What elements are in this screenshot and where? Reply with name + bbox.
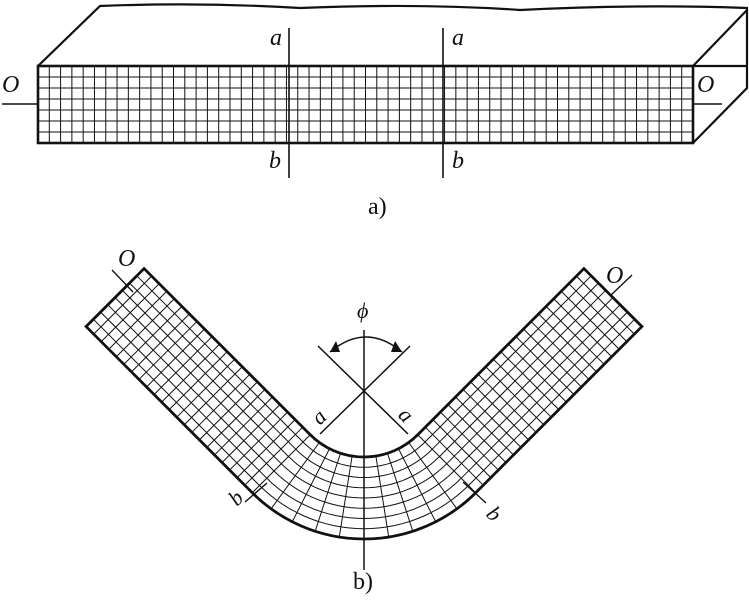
grid-line-transverse bbox=[440, 411, 499, 471]
section-tick-b-right bbox=[462, 481, 487, 504]
axis-label-right: O bbox=[697, 72, 714, 98]
grid-line-transverse bbox=[108, 290, 168, 350]
grid-line-transverse bbox=[115, 298, 175, 358]
bent-axis-label-right: O bbox=[606, 263, 623, 289]
grid-line-transverse bbox=[432, 419, 492, 478]
grid-line-radial bbox=[398, 448, 437, 523]
grid-line-transverse bbox=[168, 351, 228, 410]
grid-line-transverse bbox=[131, 313, 190, 373]
grid-line-radial bbox=[387, 453, 414, 532]
grid-line-transverse bbox=[191, 373, 251, 433]
grid-line-transverse bbox=[161, 343, 220, 403]
bent-bar: O O ϕ a a b b b) bbox=[84, 246, 644, 595]
caption-a: a) bbox=[368, 194, 387, 220]
caption-b: b) bbox=[353, 569, 373, 595]
grid-line-radial bbox=[270, 442, 320, 510]
grid-line-transverse bbox=[244, 426, 304, 486]
section-label-bottom-1: b bbox=[269, 148, 281, 174]
grid-line-radial bbox=[375, 455, 390, 538]
grid-line-transverse bbox=[470, 381, 529, 441]
section-label-bottom-2: b bbox=[452, 148, 464, 174]
straight-bar: O O a a b b a) bbox=[2, 3, 749, 220]
grid-line-transverse bbox=[515, 336, 575, 395]
grid-line-radial bbox=[338, 455, 353, 538]
section-tick-b-left bbox=[244, 482, 268, 503]
grid-line-transverse bbox=[568, 283, 628, 343]
grid-line-radial bbox=[291, 448, 330, 523]
grid-line-transverse bbox=[545, 305, 605, 365]
grid-line-transverse bbox=[424, 426, 484, 486]
front-face-grid bbox=[38, 66, 693, 143]
grid-line-transverse bbox=[199, 381, 258, 441]
grid-line-transverse bbox=[523, 328, 582, 388]
grid-line-transverse bbox=[560, 290, 620, 350]
axis-tick-left bbox=[111, 269, 134, 293]
grid-line-transverse bbox=[553, 298, 613, 358]
grid-line-transverse bbox=[123, 305, 183, 365]
grid-line-transverse bbox=[214, 396, 273, 456]
section-line-a-left bbox=[317, 345, 409, 435]
grid-line-transverse bbox=[146, 328, 205, 388]
grid-line-radial bbox=[314, 453, 341, 532]
grid-line-radial bbox=[251, 434, 311, 494]
grid-line-transverse bbox=[229, 411, 288, 471]
bar-side-face bbox=[692, 9, 749, 144]
angle-label: ϕ bbox=[357, 298, 368, 323]
grid-line-transverse bbox=[500, 351, 560, 410]
angle-arrow-left bbox=[330, 341, 340, 352]
grid-line-transverse bbox=[183, 366, 243, 426]
grid-line-transverse bbox=[221, 404, 281, 463]
grid-line-transverse bbox=[176, 358, 236, 418]
grid-line-transverse bbox=[100, 283, 160, 343]
grid-line-transverse bbox=[138, 321, 198, 380]
grid-line-transverse bbox=[538, 313, 597, 373]
section-line-a-right bbox=[319, 345, 411, 435]
bent-axis-label-left: O bbox=[118, 246, 135, 272]
bent-section-label-b-left: b bbox=[223, 485, 248, 510]
axis-tick-right bbox=[609, 274, 633, 297]
angle-arrow-right bbox=[391, 341, 402, 352]
grid-line-transverse bbox=[576, 275, 635, 335]
bent-section-label-b-right: b bbox=[482, 501, 507, 526]
grid-line-radial bbox=[417, 434, 477, 494]
axis-label-left: O bbox=[2, 72, 19, 98]
section-label-top-2: a bbox=[452, 25, 464, 51]
grid-line-transverse bbox=[93, 275, 152, 335]
grid-line-transverse bbox=[485, 366, 545, 426]
grid-line-transverse bbox=[492, 358, 552, 418]
grid-line-transverse bbox=[530, 321, 590, 380]
angle-arc bbox=[329, 336, 403, 353]
grid-line-transverse bbox=[508, 343, 567, 403]
grid-line-transverse bbox=[462, 389, 522, 448]
grid-line-transverse bbox=[477, 373, 537, 433]
section-label-top-1: a bbox=[270, 25, 282, 51]
grid-line-transverse bbox=[447, 404, 507, 463]
grid-line-radial bbox=[408, 442, 458, 510]
grid-line-transverse bbox=[206, 389, 266, 448]
bent-section-label-a-left: a bbox=[306, 404, 331, 429]
grid-line-transverse bbox=[455, 396, 514, 456]
bar-top-face bbox=[37, 3, 749, 67]
grid-line-transverse bbox=[236, 419, 296, 478]
bent-bar-outline bbox=[84, 266, 644, 541]
grid-line-transverse bbox=[153, 336, 213, 395]
